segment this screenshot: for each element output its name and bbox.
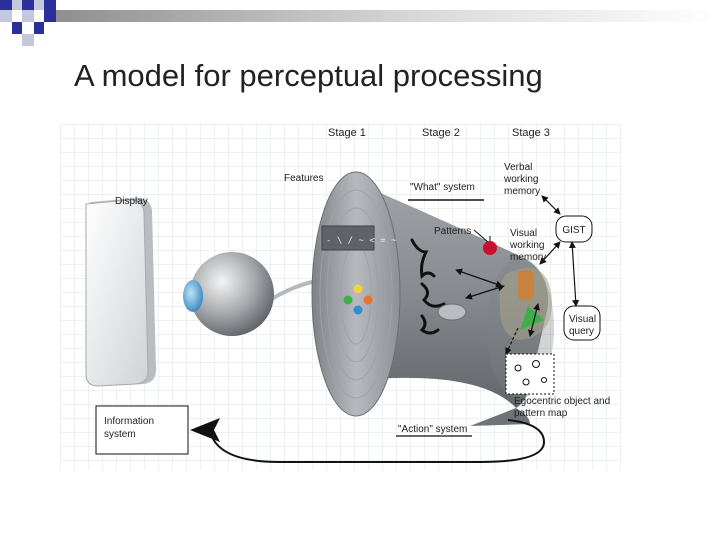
- map-circle: [541, 377, 547, 383]
- stage-3-label: Stage 3: [512, 127, 550, 139]
- pattern-squiggle: [410, 238, 436, 280]
- arrow-gist-to-query: [568, 241, 580, 307]
- action-system-label: "Action" system: [398, 424, 467, 435]
- deco-square: [44, 0, 56, 10]
- eyeball: [190, 252, 274, 336]
- deco-square: [0, 0, 12, 10]
- verbal-working-memory-line3: memory: [504, 186, 540, 197]
- deco-square: [22, 0, 34, 10]
- visual-query-box: [563, 305, 601, 341]
- map-circle: [514, 364, 522, 372]
- pattern-squiggle: [419, 314, 440, 335]
- deco-square: [22, 34, 34, 46]
- arrow-gist-to-memory: [539, 241, 561, 265]
- arrow-patterns-to-memory: [455, 268, 503, 288]
- slide-decoration: [0, 0, 720, 46]
- feature-dot-green: [343, 295, 353, 305]
- patterns-red-node: [483, 241, 497, 255]
- deco-square: [0, 10, 12, 22]
- verbal-working-memory-line2: working: [503, 174, 538, 185]
- stage-2-label: Stage 2: [422, 127, 460, 139]
- egocentric-map-box: [505, 353, 555, 395]
- deco-square: [12, 0, 22, 10]
- memory-cylinder: [518, 270, 534, 300]
- stage-1-label: Stage 1: [328, 127, 366, 139]
- patterns-pointer-line: [473, 229, 489, 243]
- arrow-verbal-to-gist: [541, 195, 561, 215]
- deco-square: [22, 10, 34, 22]
- map-circle: [522, 378, 530, 386]
- features-panel: [321, 225, 375, 251]
- iris: [183, 280, 203, 312]
- header-gradient-band: [56, 10, 720, 22]
- pattern-squiggle: [420, 282, 446, 308]
- feature-marks-icon: - \ / ~ < = ~: [326, 236, 397, 246]
- action-system-path: [209, 419, 546, 463]
- egocentric-map-label-line2: pattern map: [514, 408, 568, 419]
- pattern-node: [437, 303, 467, 321]
- map-circle: [532, 360, 540, 368]
- arrow-patterns-to-memory: [465, 284, 505, 300]
- arrow-query-to-memory: [528, 303, 540, 337]
- feature-dot-orange: [363, 295, 373, 305]
- patterns-label: Patterns: [434, 226, 471, 237]
- feature-dot-blue: [353, 305, 363, 315]
- features-label: Features: [284, 173, 323, 184]
- deco-square: [44, 10, 56, 22]
- perceptual-model-diagram: Display - \ / ~ < = ~: [60, 124, 622, 470]
- what-system-label: "What" system: [410, 182, 475, 193]
- information-system-label-line2: system: [104, 429, 136, 440]
- information-system-label-line1: Information: [104, 416, 154, 427]
- action-arrowhead: [190, 418, 220, 442]
- gist-label: GIST: [562, 225, 585, 236]
- visual-query-label-line1: Visual: [569, 314, 596, 325]
- visual-working-memory-line2: working: [509, 240, 544, 251]
- display-label: Display: [115, 196, 148, 207]
- deco-square: [12, 22, 22, 34]
- deco-square: [34, 22, 44, 34]
- slide-title: A model for perceptual processing: [74, 58, 543, 93]
- gist-box: [555, 215, 593, 243]
- display-monitor: [85, 198, 156, 387]
- visual-query-label-line2: query: [569, 326, 594, 337]
- verbal-working-memory-line1: Verbal: [504, 162, 532, 173]
- feature-dot-yellow: [353, 284, 363, 294]
- visual-working-memory-line1: Visual: [510, 228, 537, 239]
- deco-square: [34, 0, 44, 10]
- egocentric-map-label-line1: Egocentric object and: [514, 396, 610, 407]
- information-system-box: [95, 405, 189, 455]
- stage-one-disc: [311, 171, 401, 417]
- visual-working-memory-line3: memory: [510, 252, 546, 263]
